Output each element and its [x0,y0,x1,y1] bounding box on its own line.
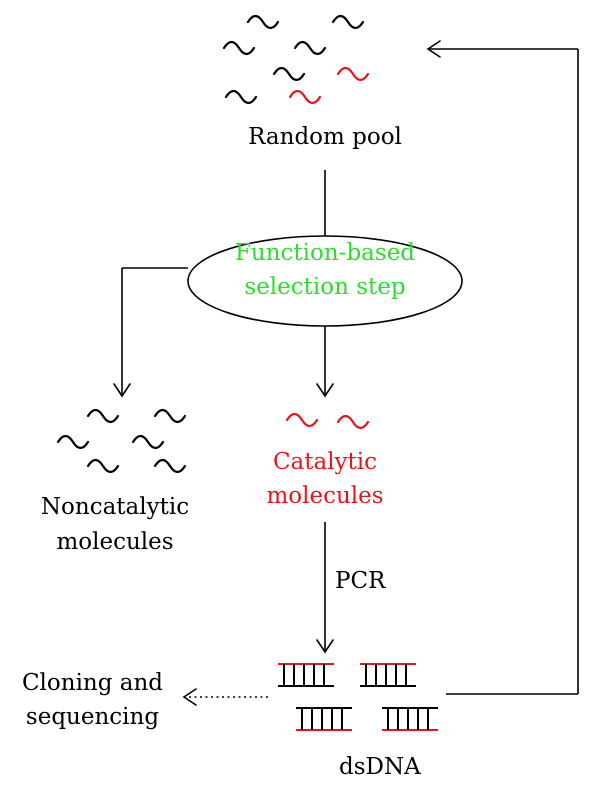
molecule-icon [153,408,187,424]
pcr-label: PCR [335,568,386,594]
noncatalytic-label-line1: Noncatalytic [40,494,190,520]
molecule-icon [293,40,327,56]
cloning-label-line1: Cloning and [21,670,164,696]
dsdna-icon [296,707,352,731]
dsdna-icon [360,663,416,687]
arrowhead-down-icon [316,383,334,398]
molecule-icon [224,89,258,105]
catalytic-label-line2: molecules [266,483,384,509]
selected-molecule-icon [336,414,370,430]
dsdna-icon [278,663,334,687]
arrowhead-down-icon [113,383,131,398]
arrowhead-left-icon [182,688,197,706]
noncatalytic-label-line2: molecules [56,529,174,555]
selection-step-ellipse [187,235,463,327]
random-pool-label: Random pool [248,124,402,150]
selection-step-label-line2: selection step [244,274,406,300]
catalytic-label-line1: Catalytic [272,449,378,475]
molecule-icon [331,14,365,30]
molecule-icon [153,458,187,474]
molecule-icon [246,14,280,30]
arrowheads [113,40,441,706]
noncatalytic-molecules [56,408,187,474]
molecule-icon [272,66,306,82]
dsdna-label: dsDNA [339,754,421,780]
dsdna-molecules [278,663,438,731]
selected-molecule-icon [288,89,322,105]
molecule-icon [86,408,120,424]
arrowhead-down-icon [316,639,334,654]
connector-lines [121,48,579,698]
random-pool-molecules [222,14,370,105]
catalytic-molecules [285,412,370,430]
molecule-icon [56,434,90,450]
molecule-icon [131,434,165,450]
molecule-icon [86,458,120,474]
dsdna-icon [382,707,438,731]
selection-step-label-line1: Function-based [234,240,416,266]
cloning-label-line2: sequencing [25,704,160,730]
selected-molecule-icon [336,66,370,82]
arrowhead-left-icon [426,40,441,58]
selected-molecule-icon [285,412,319,428]
molecule-icon [222,40,256,56]
